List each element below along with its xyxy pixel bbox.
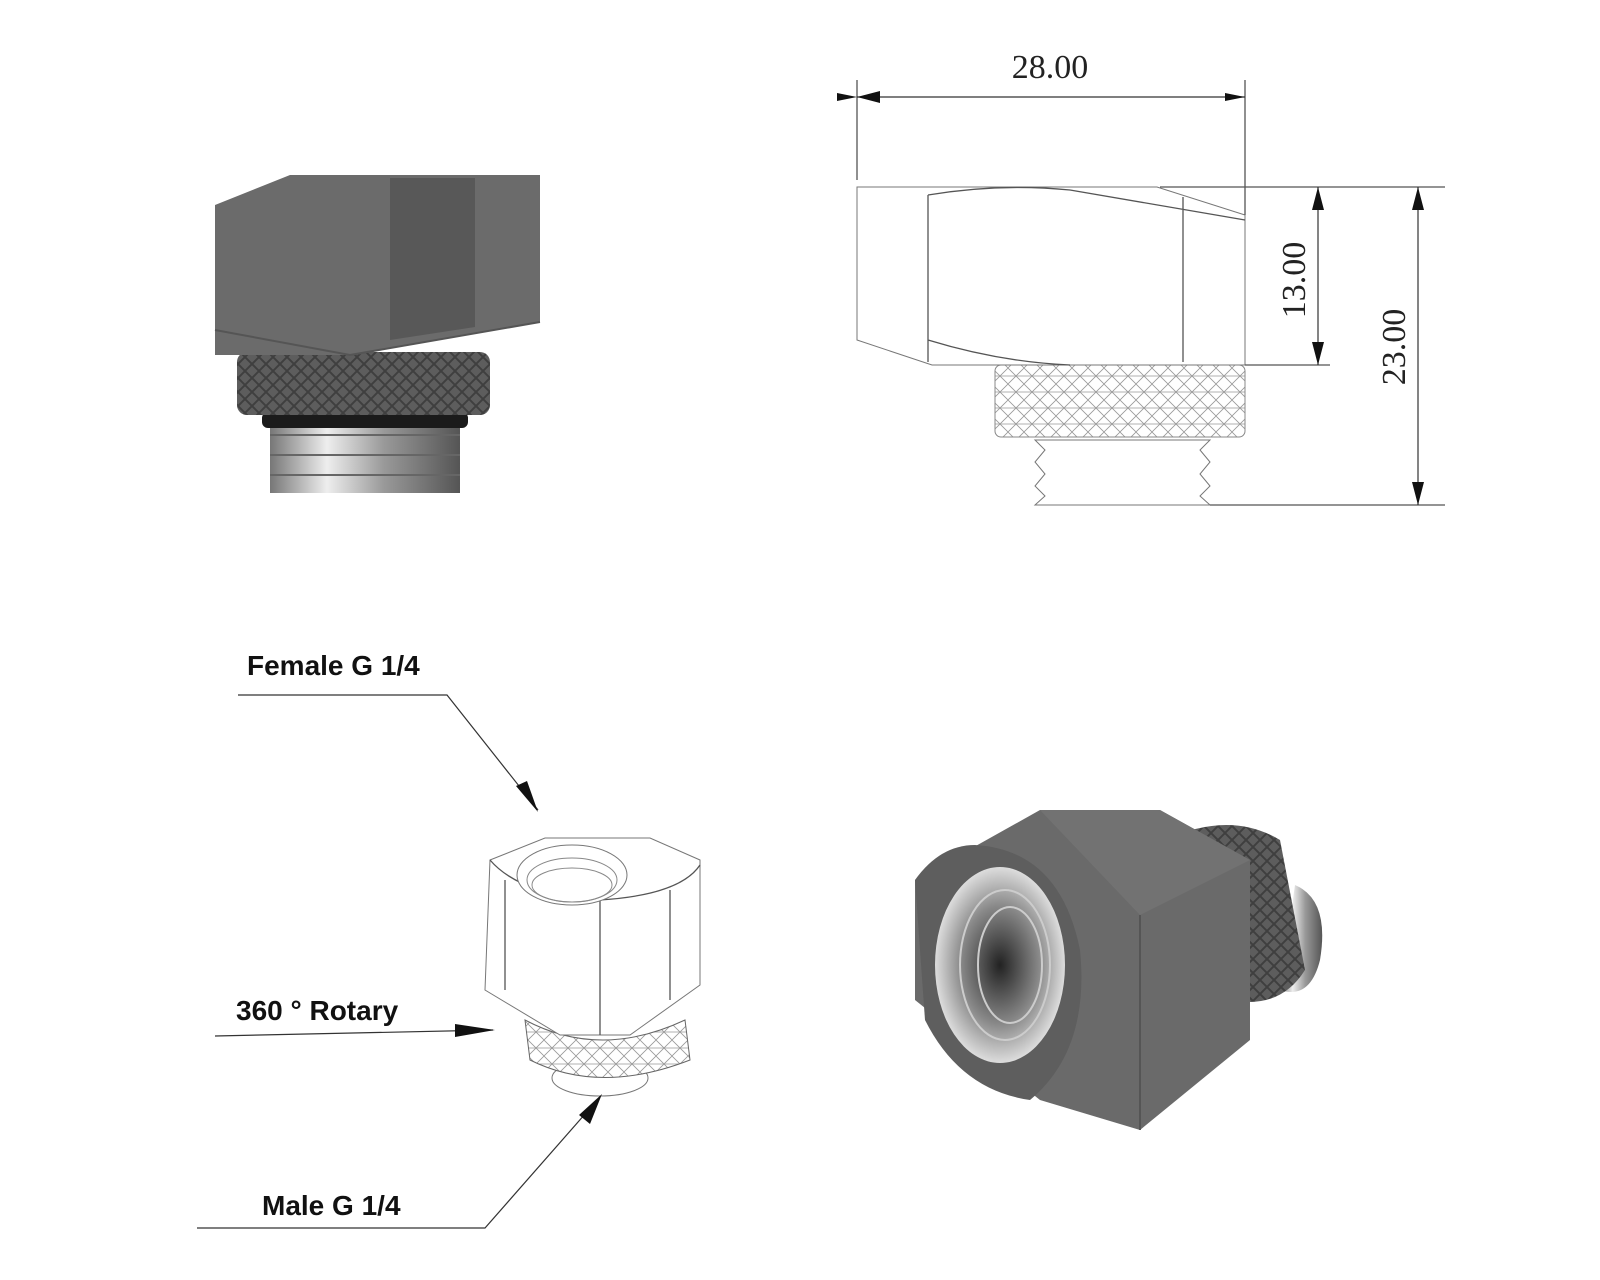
product-render-iso	[915, 810, 1323, 1130]
dimension-drawing: 28.00 13.00 23.00	[837, 49, 1445, 506]
product-render-side	[214, 175, 541, 493]
callout-female-label: Female G 1/4	[247, 650, 420, 681]
callout-male-label: Male G 1/4	[262, 1190, 401, 1221]
callout-rotary-label: 360 ° Rotary	[236, 995, 399, 1026]
dimension-body-height: 13.00	[1276, 242, 1313, 319]
knurled-ring	[237, 352, 490, 415]
callout-drawing: Female G 1/4 360 ° Rotary Male G 1/4	[197, 650, 701, 1229]
o-ring	[262, 412, 468, 428]
dimension-total-height: 23.00	[1376, 309, 1413, 386]
hex-body	[215, 175, 540, 355]
dimension-width: 28.00	[1012, 49, 1089, 86]
